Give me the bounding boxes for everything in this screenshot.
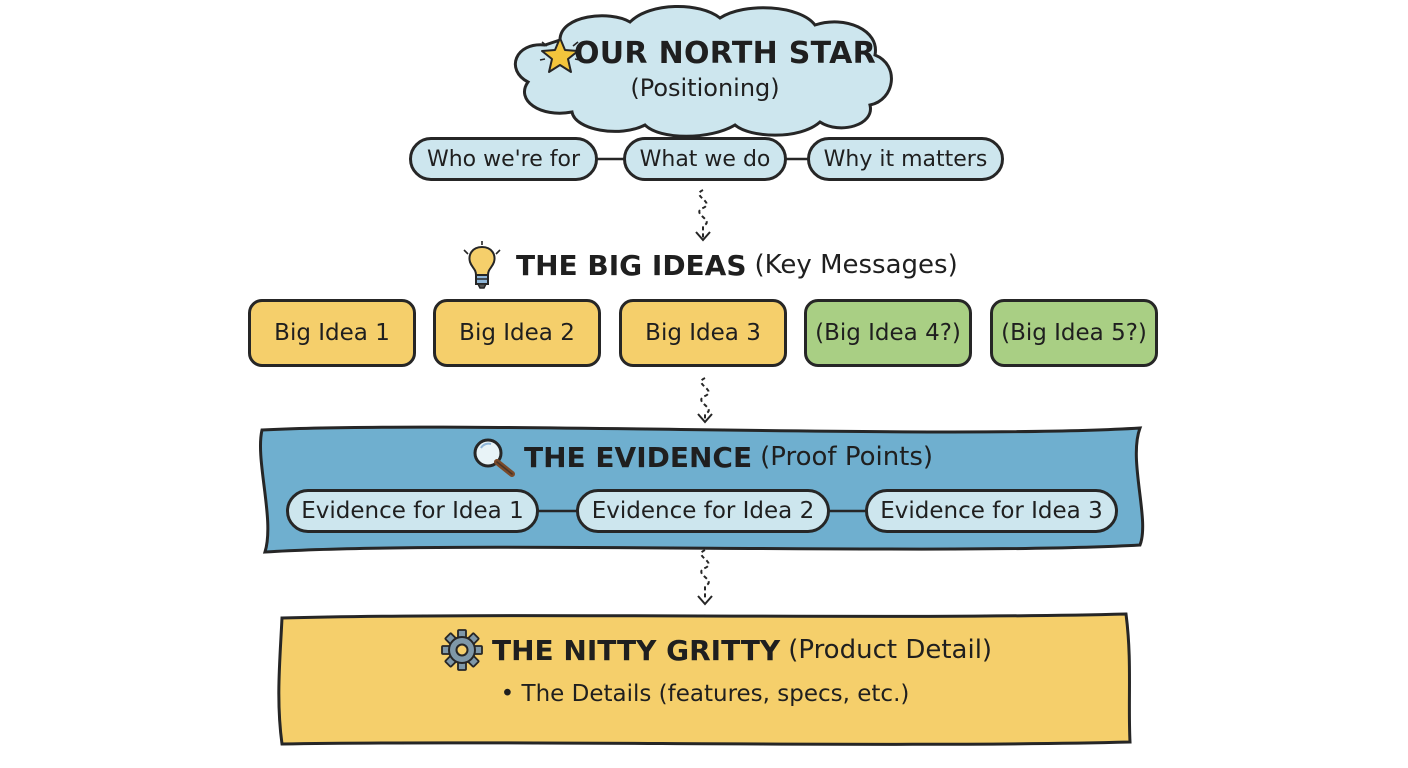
evidence-heading: THE EVIDENCE (Proof Points) (470, 436, 933, 478)
evidence-2: Evidence for Idea 2 (576, 489, 830, 533)
arrow-1 (698, 189, 708, 238)
nitty-gritty-band (277, 612, 1132, 746)
pillar-what: What we do (623, 137, 787, 181)
big-idea-3: Big Idea 3 (619, 299, 787, 367)
nitty-gritty-subtitle: (Product Detail) (788, 635, 993, 665)
gear-icon (441, 629, 483, 671)
arrow-3 (700, 549, 710, 600)
star-icon (539, 37, 581, 73)
lightbulb-icon (463, 241, 501, 289)
nitty-gritty-heading: THE NITTY GRITTY (Product Detail) (440, 628, 992, 672)
big-idea-4: (Big Idea 4?) (804, 299, 972, 367)
evidence-3: Evidence for Idea 3 (865, 489, 1118, 533)
north-star-title: OUR NORTH STAR (573, 36, 877, 71)
north-star-subtitle: (Positioning) (630, 74, 780, 102)
details-bullet: • The Details (features, specs, etc.) (500, 681, 910, 707)
big-idea-1: Big Idea 1 (248, 299, 416, 367)
big-idea-5: (Big Idea 5?) (990, 299, 1158, 367)
big-idea-2: Big Idea 2 (433, 299, 601, 367)
evidence-title: THE EVIDENCE (524, 440, 753, 474)
evidence-subtitle: (Proof Points) (760, 442, 934, 472)
evidence-1: Evidence for Idea 1 (286, 489, 539, 533)
north-star-cloud (513, 4, 893, 138)
arrow-2 (700, 377, 710, 420)
big-ideas-title: THE BIG IDEAS (516, 248, 747, 282)
big-ideas-subtitle: (Key Messages) (754, 250, 958, 280)
pillar-who: Who we're for (409, 137, 598, 181)
pillar-why: Why it matters (807, 137, 1004, 181)
nitty-gritty-title: THE NITTY GRITTY (492, 633, 781, 667)
big-ideas-heading: THE BIG IDEAS (Key Messages) (460, 240, 958, 290)
magnifier-icon (473, 438, 515, 477)
